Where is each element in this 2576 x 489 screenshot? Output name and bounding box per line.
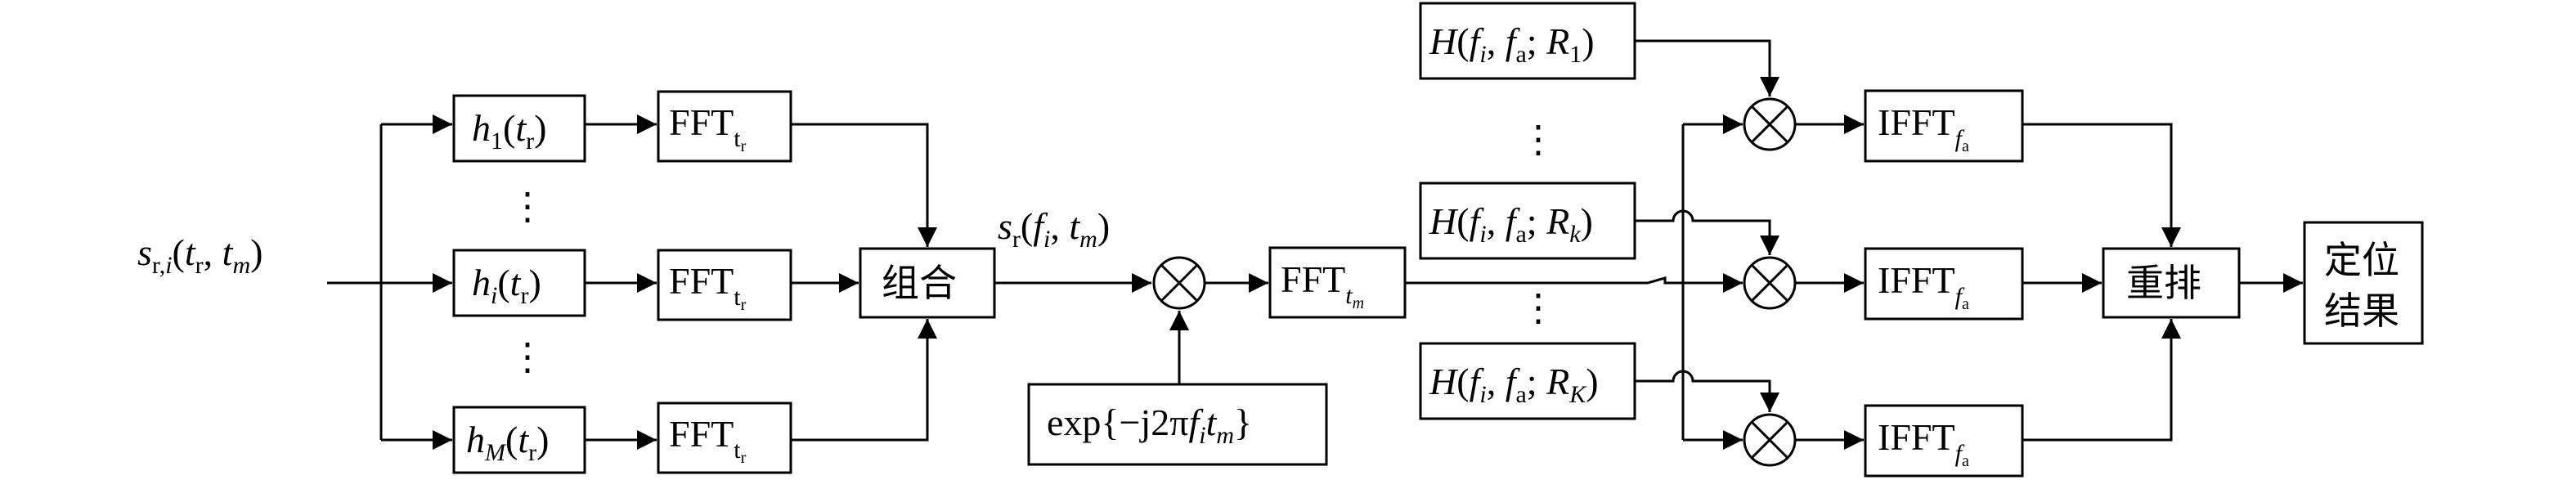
fft-tm-to-mixer-wire [1405,273,1743,293]
ifft-block-2: IFFTfa [1864,247,2024,321]
input-signal-label: sr,i(tr, tm) [137,231,263,279]
h1-block: h1(tr) [452,94,586,163]
svg-text:FFTtr: FFTtr [669,260,747,314]
svg-text:IFFTfa: IFFTfa [1878,101,1969,155]
ellipsis-H-lower: ⋮ [1519,287,1557,329]
fft-tr-block-3: FFTtr [657,402,792,474]
svg-text:定位: 定位 [2324,238,2399,282]
svg-text:组合: 组合 [882,261,957,305]
svg-text:H(fi, fa; R1): H(fi, fa; R1) [1429,20,1595,68]
svg-text:IFFTfa: IFFTfa [1878,259,1969,313]
mixer-to-ifft-wires [1795,114,1864,450]
result-block: 定位 结果 [2303,221,2424,345]
hM-block: hM(tr) [452,406,586,474]
ellipsis-H-upper: ⋮ [1519,119,1557,160]
svg-text:FFTtr: FFTtr [669,101,747,155]
distribution-bus [1681,114,1743,450]
input-splitter-wires [327,114,452,450]
multiplier-K [1743,413,1797,467]
svg-text:重排: 重排 [2126,261,2201,305]
fft-to-combine-wires [791,123,937,442]
H-to-mixer-wires [1635,39,1779,412]
svg-text:exp{−j2πfitm}: exp{−j2πfitm} [1047,402,1252,449]
ifft-block-1: IFFTfa [1864,89,2024,163]
svg-text:结果: 结果 [2324,289,2399,333]
multiplier-k [1743,256,1797,310]
ifft-to-rearrange-wires [2022,123,2181,442]
rearrange-block: 重排 [2102,247,2241,319]
exp-block: exp{−j2πfitm} [1027,383,1328,466]
svg-text:IFFTfa: IFFTfa [1878,416,1969,470]
fft-tm-block: FFTtm [1268,246,1407,319]
svg-text:FFTtm: FFTtm [1281,258,1364,312]
H-filter-R1: H(fi, fa; R1) [1419,2,1636,80]
h-to-fft-wires [585,114,657,450]
fft-tr-block-2: FFTtr [657,249,792,321]
fft-tr-block-1: FFTtr [657,90,792,163]
svg-text:hi(tr): hi(tr) [472,262,541,309]
ifft-block-3: IFFTfa [1864,404,2024,478]
combined-signal-label: sr(fi, tm) [998,205,1110,253]
svg-text:hM(tr): hM(tr) [466,419,549,466]
svg-text:FFTtr: FFTtr [669,413,747,467]
combine-block: 组合 [859,247,996,319]
svg-text:H(fi, fa; Rk): H(fi, fa; Rk) [1429,200,1593,248]
main-multiplier [1152,256,1206,310]
multiplier-1 [1743,97,1797,151]
hi-block: hi(tr) [452,249,586,317]
svg-text:h1(tr): h1(tr) [472,107,546,155]
H-filter-Rk: H(fi, fa; Rk) [1419,182,1636,260]
ellipsis-h-lower: ⋮ [509,336,546,378]
H-filter-RK: H(fi, fa; RK) [1419,342,1636,420]
ellipsis-h-upper: ⋮ [509,186,546,227]
